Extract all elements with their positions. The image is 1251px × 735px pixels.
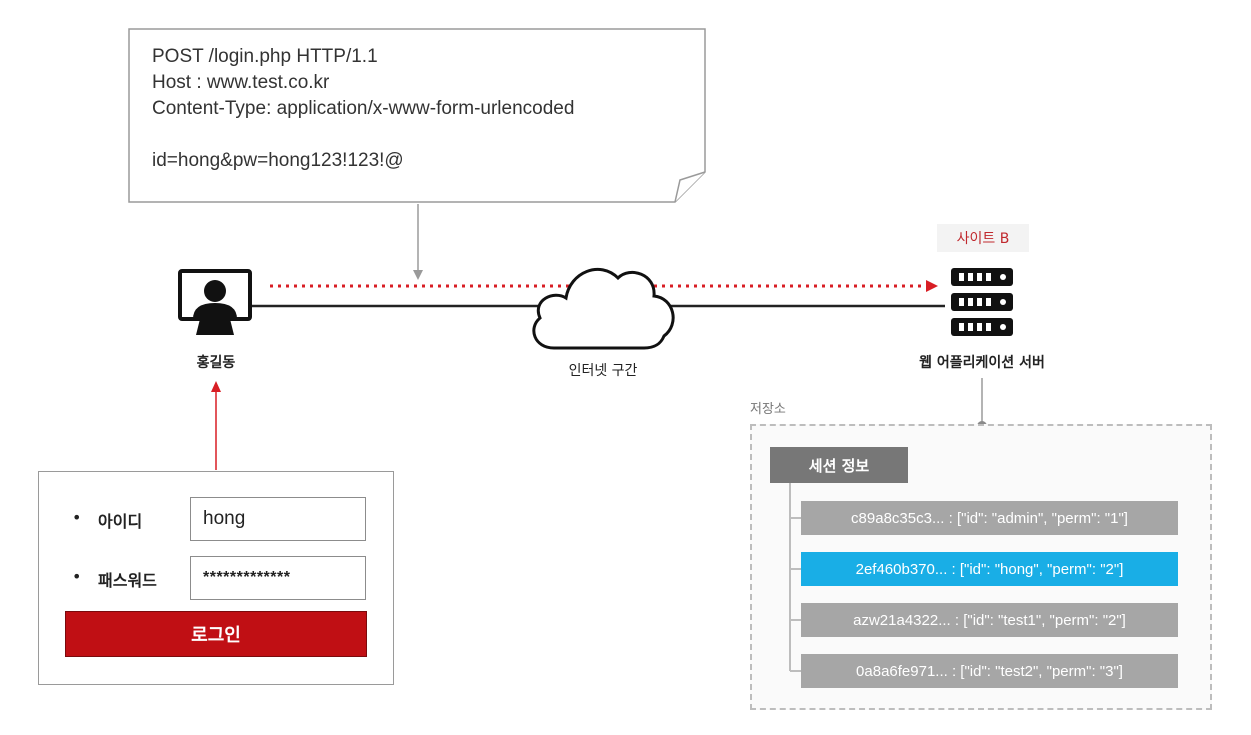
request-content-type: Content-Type: application/x-www-form-url… [152, 98, 575, 119]
session-info-header: 세션 정보 [770, 447, 908, 483]
request-arrow-head [926, 280, 938, 292]
session-row-highlighted: 2ef460b370... : ["id": "hong", "perm": "… [801, 552, 1178, 586]
id-field[interactable]: hong [190, 497, 366, 541]
session-row: 0a8a6fe971... : ["id": "test2", "perm": … [801, 654, 1178, 688]
bullet: • [72, 508, 82, 527]
id-label: 아이디 [98, 512, 143, 531]
server-icon [951, 268, 1013, 336]
note-connector-head [413, 270, 423, 280]
bullet: • [72, 567, 82, 586]
http-request-note: POST /login.php HTTP/1.1 Host : www.test… [128, 28, 706, 203]
user-name: 홍길동 [196, 355, 236, 371]
server-label: 웹 어플리케이션 서버 [919, 355, 1045, 371]
password-field[interactable]: ************* [190, 556, 366, 600]
internet-cloud-icon [532, 267, 675, 350]
network-label: 인터넷 구간 [568, 363, 638, 379]
request-text: POST /login.php HTTP/1.1 Host : www.test… [152, 44, 574, 174]
session-row: azw21a4322... : ["id": "test1", "perm": … [801, 603, 1178, 637]
login-arrow-head [211, 381, 221, 392]
storage-label: 저장소 [750, 402, 786, 417]
password-label: 패스워드 [98, 571, 157, 590]
request-line: POST /login.php HTTP/1.1 [152, 46, 378, 67]
request-body: id=hong&pw=hong123!123!@ [152, 150, 404, 171]
note-shape [128, 28, 706, 203]
site-badge: 사이트 B [937, 224, 1029, 252]
user-computer-icon [178, 269, 252, 335]
session-row: c89a8c35c3... : ["id": "admin", "perm": … [801, 501, 1178, 535]
request-host: Host : www.test.co.kr [152, 72, 330, 93]
login-button[interactable]: 로그인 [65, 611, 367, 657]
